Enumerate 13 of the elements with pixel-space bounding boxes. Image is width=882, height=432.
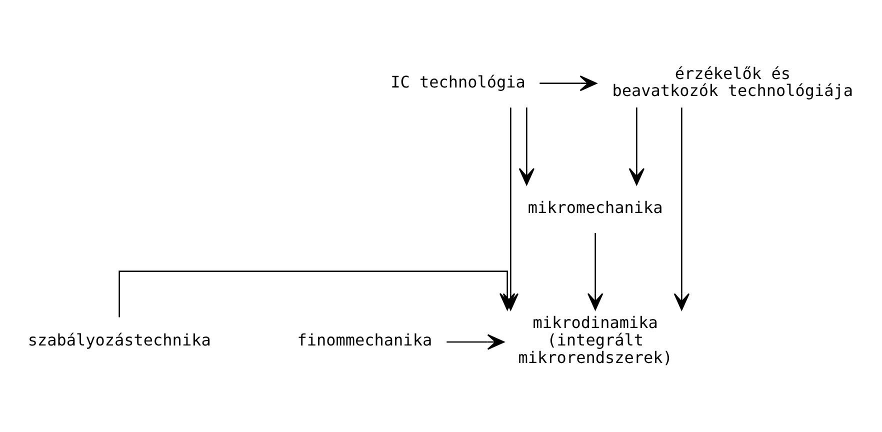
arrow bbox=[587, 233, 604, 310]
arrow bbox=[118, 270, 516, 318]
arrow bbox=[518, 108, 535, 186]
node-text: IC technológia bbox=[390, 72, 526, 92]
node-text: mikromechanika bbox=[528, 198, 663, 217]
arrow bbox=[540, 75, 597, 92]
arrow bbox=[628, 108, 645, 186]
node-text: érzékelők és beavatkozók technológiája bbox=[612, 64, 854, 100]
arrow bbox=[446, 334, 504, 350]
arrow bbox=[674, 108, 690, 310]
node-text: mikrodinamika (integrált mikrorendszerek) bbox=[518, 313, 672, 367]
node-text: finommechanika bbox=[297, 330, 432, 350]
node-text: szabályozástechnika bbox=[28, 330, 211, 350]
